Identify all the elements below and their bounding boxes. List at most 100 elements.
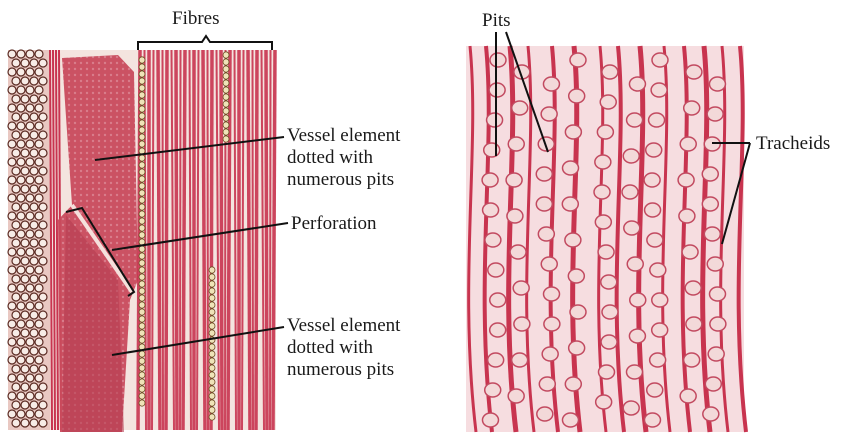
- pit: [482, 413, 498, 427]
- left-cell-column: [8, 50, 50, 430]
- cell: [12, 131, 20, 139]
- cell: [17, 410, 25, 418]
- pit: [627, 113, 643, 127]
- label-tracheids: Tracheids: [756, 133, 830, 155]
- left-micrograph: [8, 50, 276, 432]
- ray-cell: [209, 302, 215, 308]
- cell: [12, 257, 20, 265]
- pit: [544, 287, 560, 301]
- pit: [644, 413, 660, 427]
- cell: [8, 320, 16, 328]
- cell: [17, 230, 25, 238]
- pit: [570, 305, 586, 319]
- cell: [12, 59, 20, 67]
- cell: [26, 212, 34, 220]
- pit: [565, 125, 581, 139]
- ray-cell: [223, 136, 229, 142]
- pit: [627, 257, 643, 271]
- ray-cell: [139, 92, 145, 98]
- fibre: [158, 50, 160, 430]
- pit: [645, 203, 661, 217]
- cell: [21, 149, 29, 157]
- ray-cell: [139, 232, 145, 238]
- ray-cell: [139, 85, 145, 91]
- label-vessel-bottom-line3: numerous pits: [287, 359, 447, 381]
- pit: [707, 107, 723, 121]
- pit: [685, 281, 701, 295]
- cell: [21, 329, 29, 337]
- pit: [569, 89, 585, 103]
- ray-cell: [139, 99, 145, 105]
- fibre: [270, 50, 271, 430]
- cell: [35, 86, 43, 94]
- pit: [568, 269, 584, 283]
- cell: [12, 419, 20, 427]
- ray-cell: [139, 141, 145, 147]
- cell: [30, 311, 38, 319]
- cell: [17, 194, 25, 202]
- pit: [629, 329, 645, 343]
- cell: [21, 221, 29, 229]
- cell: [12, 203, 20, 211]
- cell: [26, 302, 34, 310]
- cell: [35, 392, 43, 400]
- pit: [537, 407, 553, 421]
- ray-cell: [223, 52, 229, 58]
- label-vessel-element-top: Vessel element dotted with numerous pits: [287, 125, 447, 191]
- cell: [17, 176, 25, 184]
- cell: [30, 131, 38, 139]
- pit: [488, 263, 504, 277]
- ray-cell: [223, 108, 229, 114]
- cell: [21, 257, 29, 265]
- cell: [21, 95, 29, 103]
- cell: [35, 50, 43, 58]
- cell: [12, 275, 20, 283]
- pit: [485, 383, 501, 397]
- fibre: [163, 50, 164, 430]
- pit: [629, 77, 645, 91]
- ray-cell: [139, 57, 145, 63]
- cell: [12, 365, 20, 373]
- cell: [21, 167, 29, 175]
- cell: [39, 419, 47, 427]
- label-vessel-element-bottom: Vessel element dotted with numerous pits: [287, 315, 447, 381]
- ray-cell: [139, 302, 145, 308]
- cell: [8, 266, 16, 274]
- pit: [536, 167, 552, 181]
- pit: [651, 83, 667, 97]
- ray-cell: [139, 225, 145, 231]
- cell: [21, 131, 29, 139]
- cell: [26, 50, 34, 58]
- cell: [21, 419, 29, 427]
- cell: [30, 293, 38, 301]
- ray-cell: [209, 316, 215, 322]
- ray-cell: [223, 115, 229, 121]
- cell: [39, 329, 47, 337]
- pit: [704, 227, 720, 241]
- pit: [512, 101, 528, 115]
- cell: [39, 365, 47, 373]
- ray-cell: [139, 218, 145, 224]
- cell: [17, 302, 25, 310]
- cell: [21, 77, 29, 85]
- label-vessel-top-line3: numerous pits: [287, 169, 447, 191]
- fibre: [208, 50, 209, 430]
- pit: [650, 263, 666, 277]
- cell: [12, 347, 20, 355]
- cell: [12, 113, 20, 121]
- cell: [30, 185, 38, 193]
- pit: [598, 365, 614, 379]
- pit: [570, 53, 586, 67]
- cell: [26, 86, 34, 94]
- ray-cell: [209, 288, 215, 294]
- cell: [35, 140, 43, 148]
- ray-cell: [139, 78, 145, 84]
- pit: [484, 143, 500, 157]
- cell: [39, 113, 47, 121]
- ray-cell: [139, 351, 145, 357]
- pit: [543, 77, 559, 91]
- ray-cell: [139, 330, 145, 336]
- pit: [646, 143, 662, 157]
- pit: [647, 233, 663, 247]
- pit: [541, 257, 557, 271]
